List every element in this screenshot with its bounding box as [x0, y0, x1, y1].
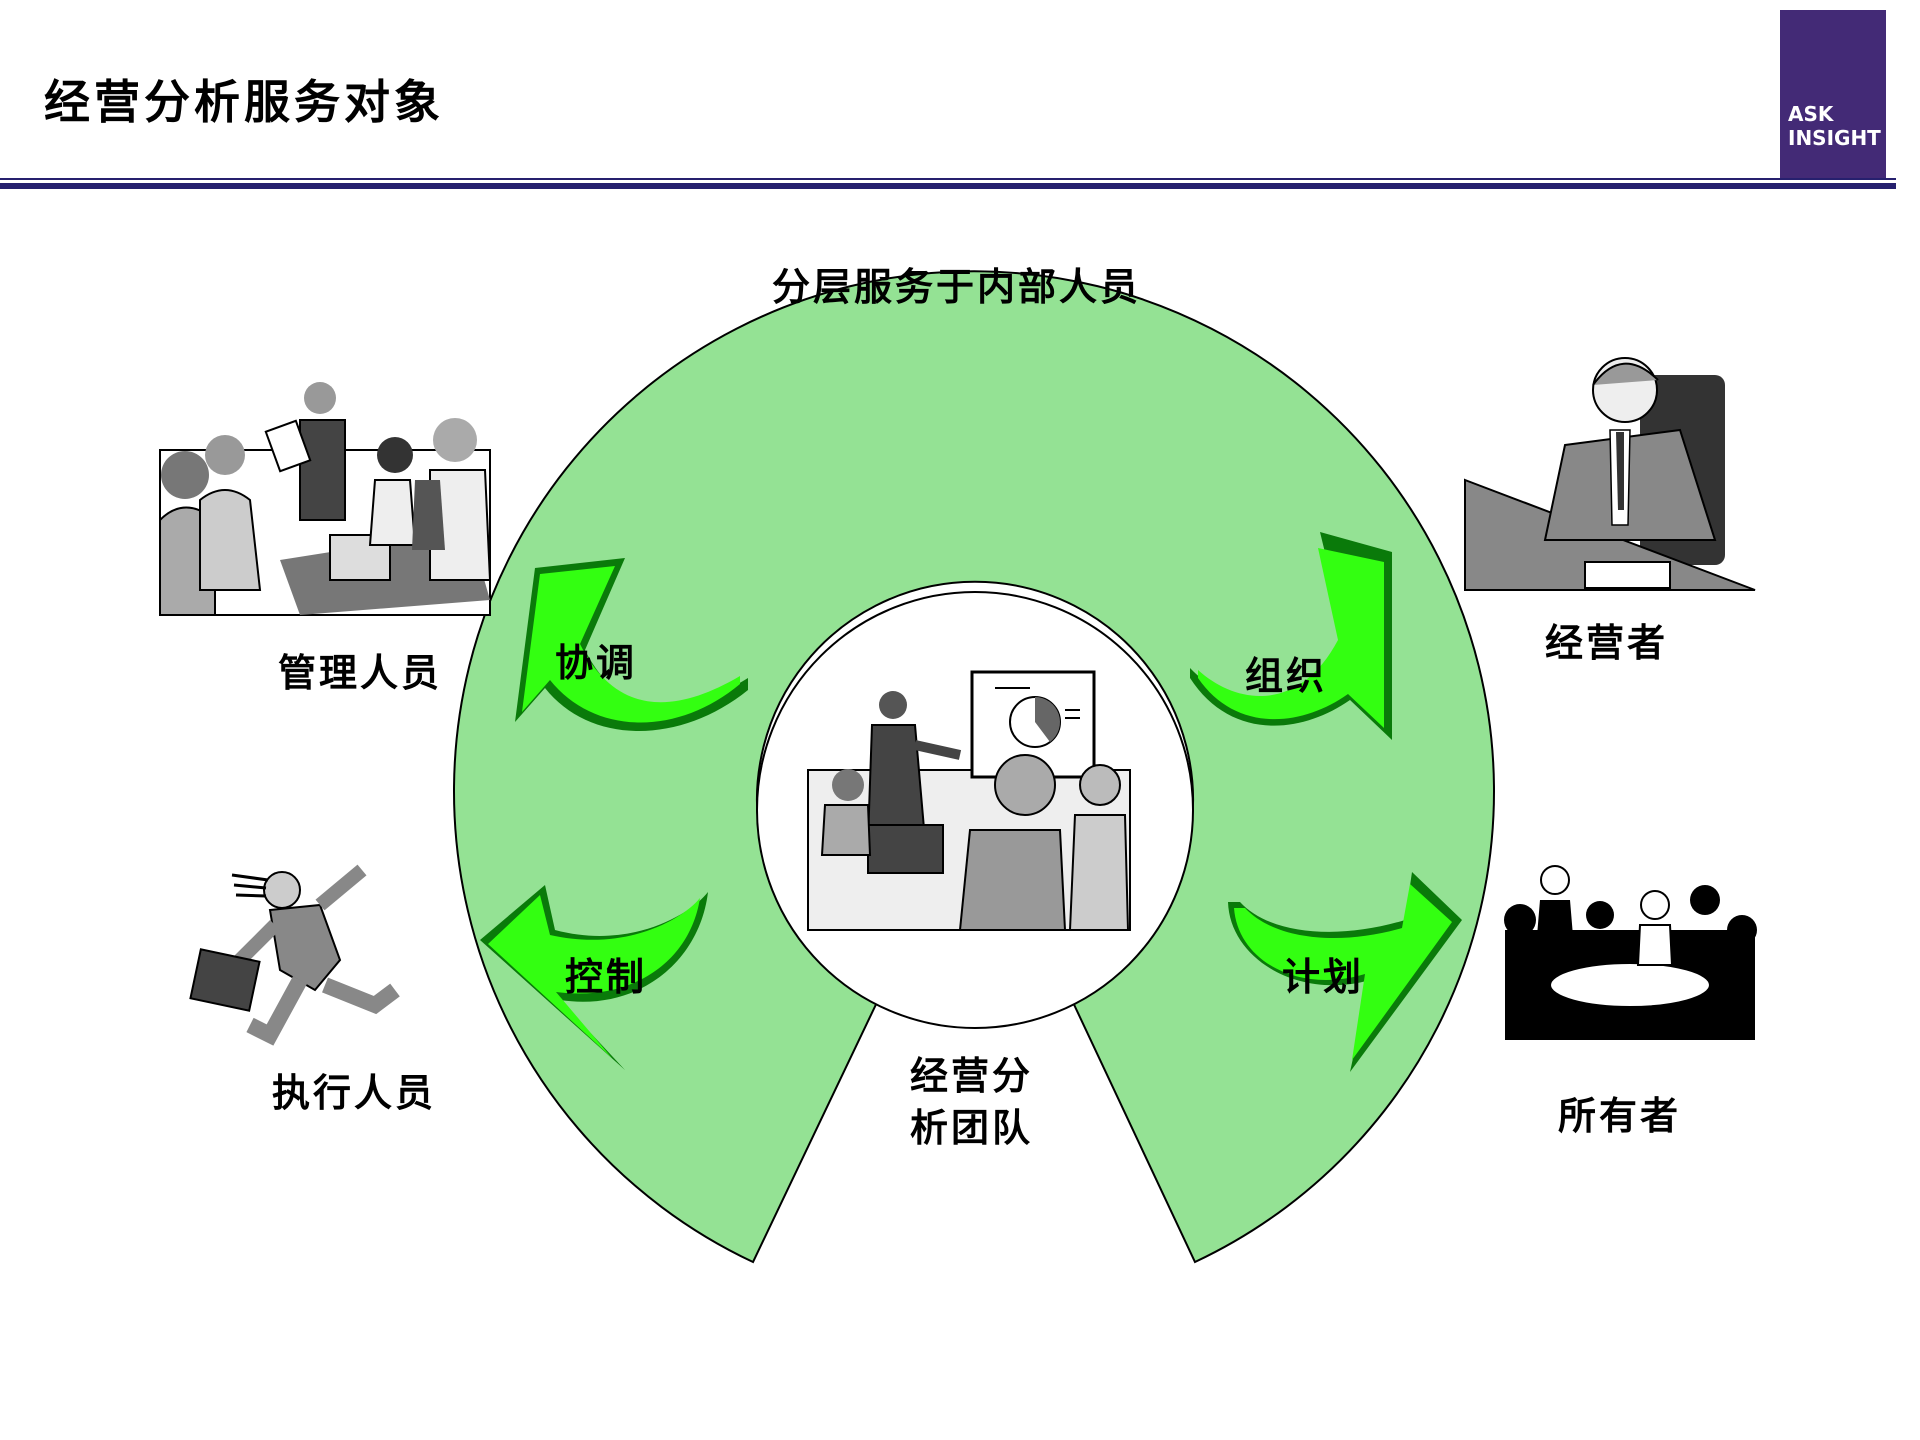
arrow-plan: [1228, 872, 1462, 1072]
page-title: 经营分析服务对象: [44, 75, 444, 129]
brand-logo-text: ASK INSIGHT: [1788, 102, 1881, 150]
executive-picture: [1464, 357, 1756, 591]
function-label-coordinate: 协调: [555, 640, 638, 685]
group-label-management: 管理人员: [278, 650, 443, 695]
arrow-coordinate: [515, 558, 748, 732]
arrow-control: [480, 885, 708, 1070]
center-label: 经营分 析团队: [910, 1053, 1034, 1150]
top-label: 分层服务于内部人员: [772, 264, 1142, 309]
group-label-owners: 所有者: [1558, 1093, 1682, 1138]
header-divider-thick: [0, 183, 1896, 189]
presentation-team-picture: [807, 670, 1131, 931]
function-label-plan: 计划: [1282, 954, 1365, 999]
function-label-control: 控制: [565, 954, 648, 999]
owners-meeting-picture: [1504, 865, 1757, 1040]
arrow-organize: [1190, 532, 1392, 740]
meeting-group-picture: [159, 382, 492, 616]
header-divider-thin: [0, 178, 1896, 180]
brand-logo: ASK INSIGHT: [1780, 10, 1886, 178]
group-label-executors: 执行人员: [272, 1070, 437, 1115]
function-label-organize: 组织: [1245, 653, 1328, 698]
group-label-operators: 经营者: [1545, 620, 1669, 665]
running-businessman-picture: [189, 864, 400, 1046]
